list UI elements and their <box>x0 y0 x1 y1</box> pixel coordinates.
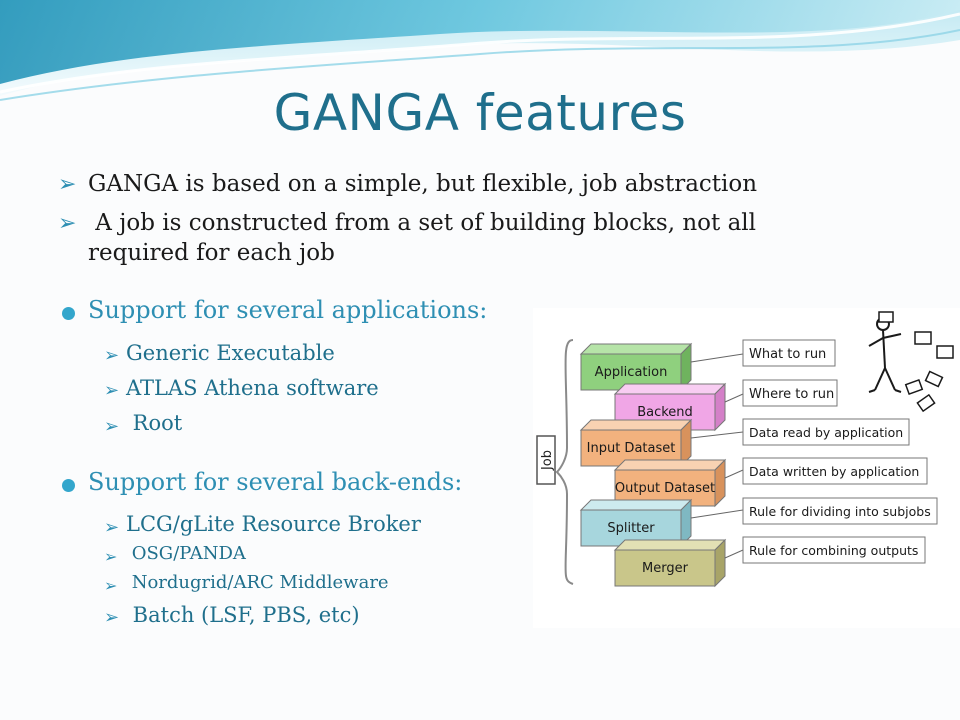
svg-text:What to run: What to run <box>749 347 826 362</box>
job-diagram: Job Application Backend Input Dataset Ou… <box>533 308 960 628</box>
svg-text:Rule for combining outputs: Rule for combining outputs <box>749 543 918 558</box>
svg-text:Splitter: Splitter <box>607 521 655 536</box>
desc-dividing: Rule for dividing into subjobs <box>742 497 938 525</box>
arrow-bullet-icon: ➢ <box>104 380 120 401</box>
arrow-bullet-icon: ➢ <box>104 607 120 628</box>
bullet-text: GANGA is based on a simple, but flexible… <box>88 171 758 197</box>
block-output-dataset: Output Dataset <box>613 458 727 508</box>
arrow-bullet-icon: ➢ <box>104 547 118 566</box>
svg-text:Output Dataset: Output Dataset <box>615 481 715 496</box>
arrow-bullet-icon: ➢ <box>104 517 120 538</box>
svg-text:Data read by application: Data read by application <box>749 425 903 440</box>
list-item: LCG/gLite Resource Broker <box>126 512 421 536</box>
juggled-boxes-icon <box>878 311 954 413</box>
list-item: OSG/PANDA <box>126 543 246 564</box>
svg-text:Merger: Merger <box>642 561 689 576</box>
block-input-dataset: Input Dataset <box>579 418 693 468</box>
circle-bullet-icon <box>62 479 75 492</box>
section-heading: Support for several applications: <box>88 296 488 324</box>
desc-data-read: Data read by application <box>742 418 910 446</box>
desc-combining: Rule for combining outputs <box>742 536 926 564</box>
svg-text:Application: Application <box>595 365 668 380</box>
desc-data-written: Data written by application <box>742 457 928 485</box>
svg-text:Data written by application: Data written by application <box>749 464 919 479</box>
list-item: Batch (LSF, PBS, etc) <box>126 603 360 627</box>
job-label: Job <box>540 450 555 471</box>
block-splitter: Splitter <box>579 498 693 548</box>
job-label-box <box>536 435 556 485</box>
list-item: Generic Executable <box>126 341 335 365</box>
list-item: Root <box>126 411 183 435</box>
list-item: ATLAS Athena software <box>126 376 379 400</box>
arrow-bullet-icon: ➢ <box>104 345 120 366</box>
block-merger: Merger <box>613 538 727 588</box>
list-item: Nordugrid/ARC Middleware <box>126 572 389 593</box>
arrow-bullet-icon: ➢ <box>58 172 77 197</box>
block-application: Application <box>579 342 693 392</box>
svg-text:Backend: Backend <box>637 405 693 420</box>
desc-where-to-run: Where to run <box>742 379 838 407</box>
slide-title: GANGA features <box>273 84 687 142</box>
section-heading: Support for several back-ends: <box>88 468 463 496</box>
arrow-bullet-icon: ➢ <box>58 211 77 236</box>
arrow-bullet-icon: ➢ <box>104 576 118 595</box>
circle-bullet-icon <box>62 307 75 320</box>
bullet-text: A job is constructed from a set of build… <box>88 210 756 236</box>
bullet-text: required for each job <box>88 240 335 266</box>
arrow-bullet-icon: ➢ <box>104 416 120 437</box>
job-bracket <box>555 339 574 585</box>
svg-text:Where to run: Where to run <box>749 387 834 402</box>
juggler-figure-icon <box>868 317 902 393</box>
svg-text:Input Dataset: Input Dataset <box>587 441 676 456</box>
desc-what-to-run: What to run <box>742 339 836 367</box>
connectors <box>690 353 744 559</box>
svg-text:Rule for dividing into subjobs: Rule for dividing into subjobs <box>749 504 931 519</box>
header-wave <box>0 0 960 101</box>
